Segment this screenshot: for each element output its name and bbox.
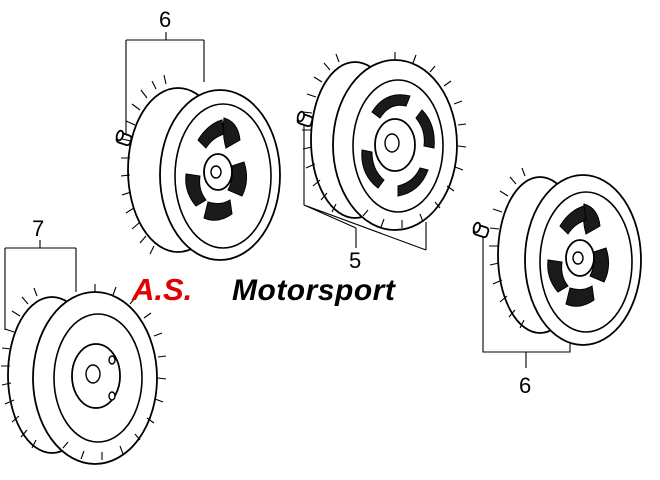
cam-pulley-top-left — [120, 74, 281, 261]
callout-5: 5 — [349, 248, 361, 273]
brand-name: Motorsport — [232, 274, 397, 307]
brand-watermark: A.S. Motorsport — [131, 272, 397, 307]
dowel-pin-top-left — [115, 129, 133, 147]
crank-pulley-left — [1, 284, 167, 465]
callout-6-top: 6 — [159, 7, 171, 32]
brand-initials: A.S. — [131, 272, 192, 307]
callout-6-bottom: 6 — [519, 373, 531, 398]
dowel-pin-center — [296, 110, 314, 128]
callout-7: 7 — [32, 216, 44, 241]
cam-pulley-center — [302, 52, 467, 231]
dowel-pin-right — [472, 221, 490, 239]
cam-pulley-right — [489, 167, 642, 346]
